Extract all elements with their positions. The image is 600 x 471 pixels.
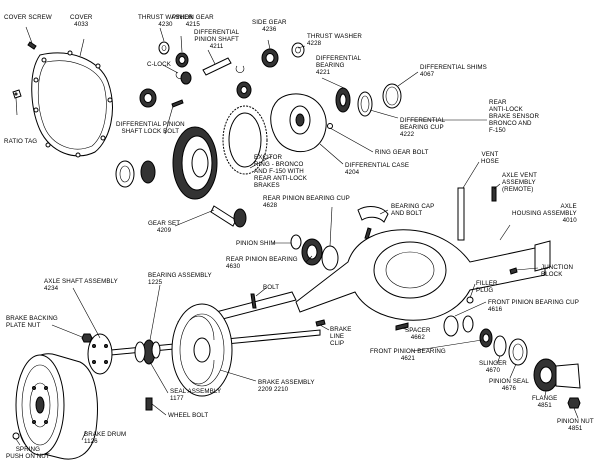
rear-pinion-bearing-part [301, 238, 339, 271]
label-cover-screw: COVER SCREW [4, 14, 52, 21]
label-front-pinion-bearing: FRONT PINION BEARING 4621 [370, 348, 446, 362]
label-wheel-bolt: WHEEL BOLT [168, 412, 209, 419]
label-axle-shaft-assembly: AXLE SHAFT ASSEMBLY 4234 [44, 278, 118, 292]
label-axle-housing-assembly: AXLE HOUSING ASSEMBLY 4010 [512, 203, 577, 224]
thrust-washer-right-part [291, 42, 305, 58]
pinion-shim-part [290, 234, 302, 250]
brake-drum-part [15, 353, 98, 460]
spring-push-on-nut-part [12, 432, 20, 440]
label-ratio-tag: RATIO TAG [4, 138, 38, 145]
ratio-tag-part [12, 89, 22, 99]
label-bearing-assembly: BEARING ASSEMBLY 1225 [148, 272, 212, 286]
label-brake-line-clip: BRAKE LINE CLIP [330, 326, 352, 347]
label-brake-backing-plate-nut: BRAKE BACKING PLATE NUT [6, 315, 58, 329]
wheel-bolt-part [145, 397, 153, 411]
label-diff-bearing-cup: DIFFERENTIAL BEARING CUP 4222 [400, 117, 446, 138]
brake-assembly-part [171, 303, 233, 397]
pinion-gear-part [175, 52, 189, 68]
label-brake-drum: BRAKE DRUM 1126 [84, 431, 127, 445]
side-gear-part [139, 48, 279, 108]
diff-bearing-cup-part [357, 91, 373, 117]
label-pinion-shaft-lock-bolt: DIFFERENTIAL PINION SHAFT LOCK BOLT [116, 121, 185, 135]
vent-hose-part [457, 186, 497, 241]
diff-case-part [270, 93, 333, 152]
diff-cup-left-part [115, 160, 156, 188]
label-pinion-gear: PINION GEAR 4215 [172, 14, 214, 28]
label-spring-push-on-nut: SPRING PUSH ON NUT [6, 446, 50, 460]
label-flange: FLANGE 4851 [532, 395, 558, 409]
flange-part [533, 358, 581, 392]
pinion-seal-part [508, 338, 528, 366]
label-thrust-washer-left: THRUST WASHER 4230 [138, 14, 193, 28]
label-bolt: BOLT [263, 284, 280, 291]
front-pinion-bearing-part [479, 328, 493, 348]
cover-screw-part [27, 41, 37, 50]
label-thrust-washer-right: THRUST WASHER 4228 [307, 33, 362, 47]
bearing-assembly-part [142, 339, 161, 365]
cover-part [31, 50, 113, 158]
pinion-shaft-lock-bolt-part [171, 99, 184, 108]
label-diff-pinion-shaft: DIFFERENTIAL PINION SHAFT 4211 [194, 29, 240, 50]
bolt-part [250, 293, 257, 309]
brake-line-clip-part [315, 319, 326, 327]
label-c-lock: C-LOCK [147, 61, 171, 68]
brake-backing-plate-nut-part [81, 333, 93, 343]
label-rear-pinion-bearing-cup: REAR PINION BEARING CUP 4628 [263, 195, 350, 209]
label-brake-assembly: BRAKE ASSEMBLY 2209 2210 [258, 379, 315, 393]
thrust-washer-left-part [158, 41, 170, 55]
diff-pinion-shaft-part [202, 57, 232, 76]
label-pinion-nut: PINION NUT 4851 [557, 418, 594, 432]
label-junction-block: JUNCTION BLOCK [541, 264, 574, 278]
label-seal-assembly: SEAL ASSEMBLY 1177 [170, 388, 222, 402]
slinger-part [493, 335, 507, 357]
pinion-nut-part [567, 397, 581, 409]
seal-assembly-part [134, 341, 146, 363]
label-gear-set: GEAR SET 4209 [148, 220, 181, 234]
diff-shims-part [382, 83, 402, 109]
diff-bearing-part [335, 87, 351, 113]
label-ring-gear-bolt: RING GEAR BOLT [375, 149, 429, 156]
label-cover: COVER 4033 [70, 14, 93, 28]
label-exciter-ring: EXCITOR RING - BRONCO AND F-150 WITH REA… [254, 154, 307, 189]
label-pinion-seal: PINION SEAL 4676 [489, 378, 529, 392]
label-filler-plug: FILLER PLUG [476, 280, 498, 294]
label-spacer: SPACER 4662 [405, 327, 431, 341]
label-slinger: SLINGER 4670 [479, 360, 507, 374]
exciter-ring-part [222, 105, 268, 175]
label-rear-pinion-bearing: REAR PINION BEARING 4630 [226, 256, 298, 270]
label-diff-case: DIFFERENTIAL CASE 4204 [345, 162, 410, 176]
label-diff-shims: DIFFERENTIAL SHIMS 4067 [420, 64, 487, 78]
front-pinion-cup-part [443, 315, 474, 337]
gear-set-part [172, 126, 247, 228]
label-pinion-shim: PINION SHIM [236, 240, 276, 247]
label-rear-antilock-sensor: REAR ANTI-LOCK BRAKE SENSOR BRONCO AND F… [489, 99, 540, 134]
spacer-part [395, 322, 409, 331]
label-axle-vent-assembly: AXLE VENT ASSEMBLY (REMOTE) [502, 172, 537, 193]
leader-lines [15, 26, 579, 446]
label-bearing-cap-and-bolt: BEARING CAP AND BOLT [391, 203, 435, 217]
label-vent-hose: VENT HOSE [481, 151, 499, 165]
label-front-pinion-bearing-cup: FRONT PINION BEARING CUP 4616 [488, 299, 579, 313]
label-side-gear: SIDE GEAR 4236 [252, 19, 287, 33]
label-diff-bearing: DIFFERENTIAL BEARING 4221 [316, 55, 362, 76]
